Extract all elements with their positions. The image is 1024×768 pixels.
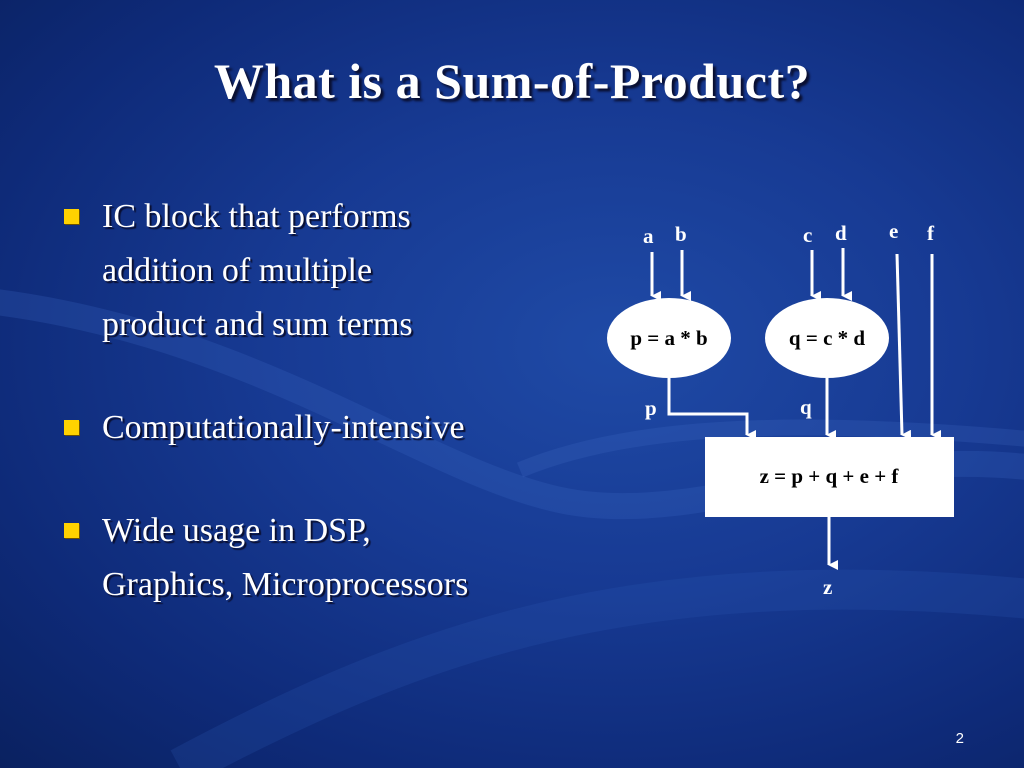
bullet-text: Wide usage in DSP, Graphics, Microproces… — [102, 512, 469, 603]
input-label-e: e — [889, 219, 898, 243]
multiplier-2-node — [765, 298, 889, 378]
bullet-text: Computationally-intensive — [102, 409, 465, 446]
bullet-text: IC block that performs addition of multi… — [102, 198, 413, 343]
bullet-item: IC block that performs addition of multi… — [60, 190, 600, 352]
square-bullet-icon — [64, 209, 79, 224]
input-label-b: b — [675, 222, 687, 246]
multiplier-1-label: p = a * b — [630, 326, 707, 350]
input-label-a: a — [643, 224, 654, 248]
bullet-item: Computationally-intensive — [60, 401, 600, 455]
adder-node — [705, 437, 954, 517]
slide-title: What is a Sum-of-Product? — [213, 53, 811, 109]
signal-label-q: q — [800, 395, 812, 419]
multiplier-1-node — [607, 298, 731, 378]
arrow-e-to-adder — [895, 253, 912, 440]
page-number: 2 — [955, 730, 964, 747]
output-label-z: z — [823, 575, 832, 599]
bullet-item: Wide usage in DSP, Graphics, Microproces… — [60, 504, 600, 612]
input-label-f: f — [927, 221, 935, 245]
signal-label-p: p — [645, 396, 657, 420]
bullet-list: IC block that performs addition of multi… — [60, 190, 600, 661]
square-bullet-icon — [64, 523, 79, 538]
multiplier-2-label: q = c * d — [789, 326, 865, 350]
input-label-c: c — [803, 223, 812, 247]
adder-label: z = p + q + e + f — [760, 464, 900, 488]
arrow-p-to-adder — [667, 378, 756, 440]
input-label-d: d — [835, 221, 847, 245]
square-bullet-icon — [64, 420, 79, 435]
